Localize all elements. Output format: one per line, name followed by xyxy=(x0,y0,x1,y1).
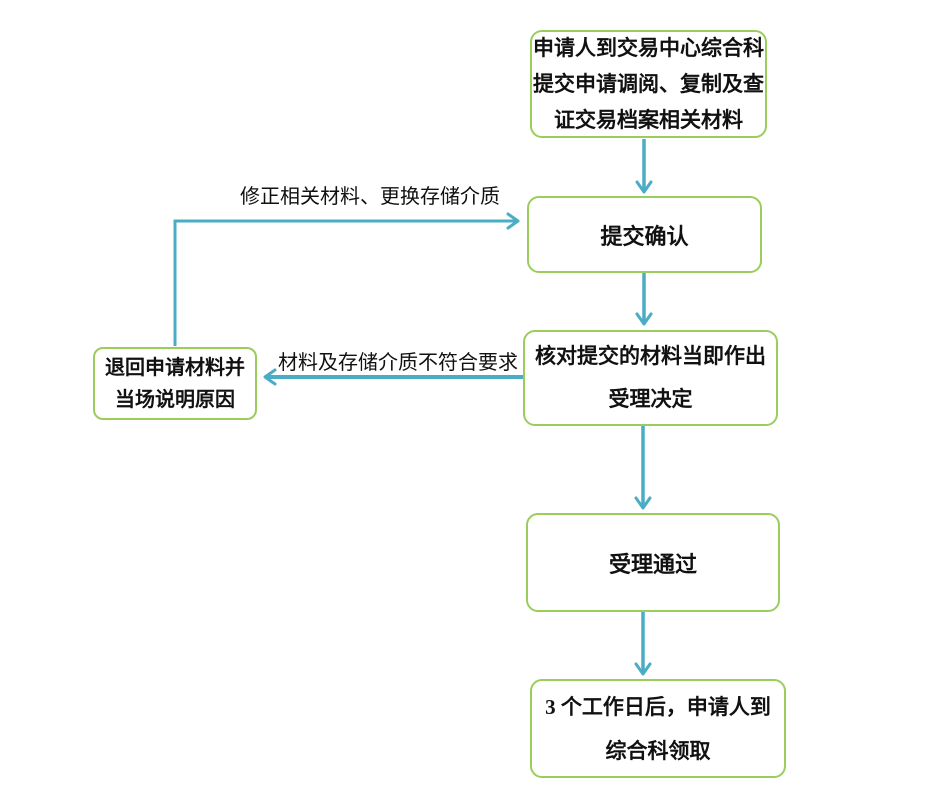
flow-node-confirm: 提交确认 xyxy=(527,196,762,273)
flow-node-return: 退回申请材料并 当场说明原因 xyxy=(93,347,257,420)
node-text-line: 提交申请调阅、复制及查 xyxy=(533,72,764,96)
flow-node-pass: 受理通过 xyxy=(526,513,780,612)
node-text-line: 3 个工作日后，申请人到 xyxy=(545,694,771,719)
node-text-line: 当场说明原因 xyxy=(115,388,235,411)
edge-label-fix: 修正相关材料、更换存储介质 xyxy=(240,186,500,208)
node-text-line: 提交确认 xyxy=(600,223,689,249)
arrow-return-to-confirm xyxy=(173,212,520,346)
node-text-line: 综合科领取 xyxy=(605,738,711,763)
node-text-line: 申请人到交易中心综合科 xyxy=(533,36,764,60)
node-text-line: 核对提交的材料当即作出 xyxy=(535,344,766,368)
flow-node-apply: 申请人到交易中心综合科 提交申请调阅、复制及查 证交易档案相关材料 xyxy=(530,30,767,138)
node-text-line: 证交易档案相关材料 xyxy=(554,108,743,132)
edge-label-reject: 材料及存储介质不符合要求 xyxy=(278,352,518,374)
node-text-line: 受理通过 xyxy=(608,551,697,577)
flow-node-collect: 3 个工作日后，申请人到 综合科领取 xyxy=(530,679,786,778)
node-text-line: 受理决定 xyxy=(608,387,693,411)
node-text-line: 退回申请材料并 xyxy=(105,356,245,379)
flow-node-check: 核对提交的材料当即作出 受理决定 xyxy=(523,330,778,426)
